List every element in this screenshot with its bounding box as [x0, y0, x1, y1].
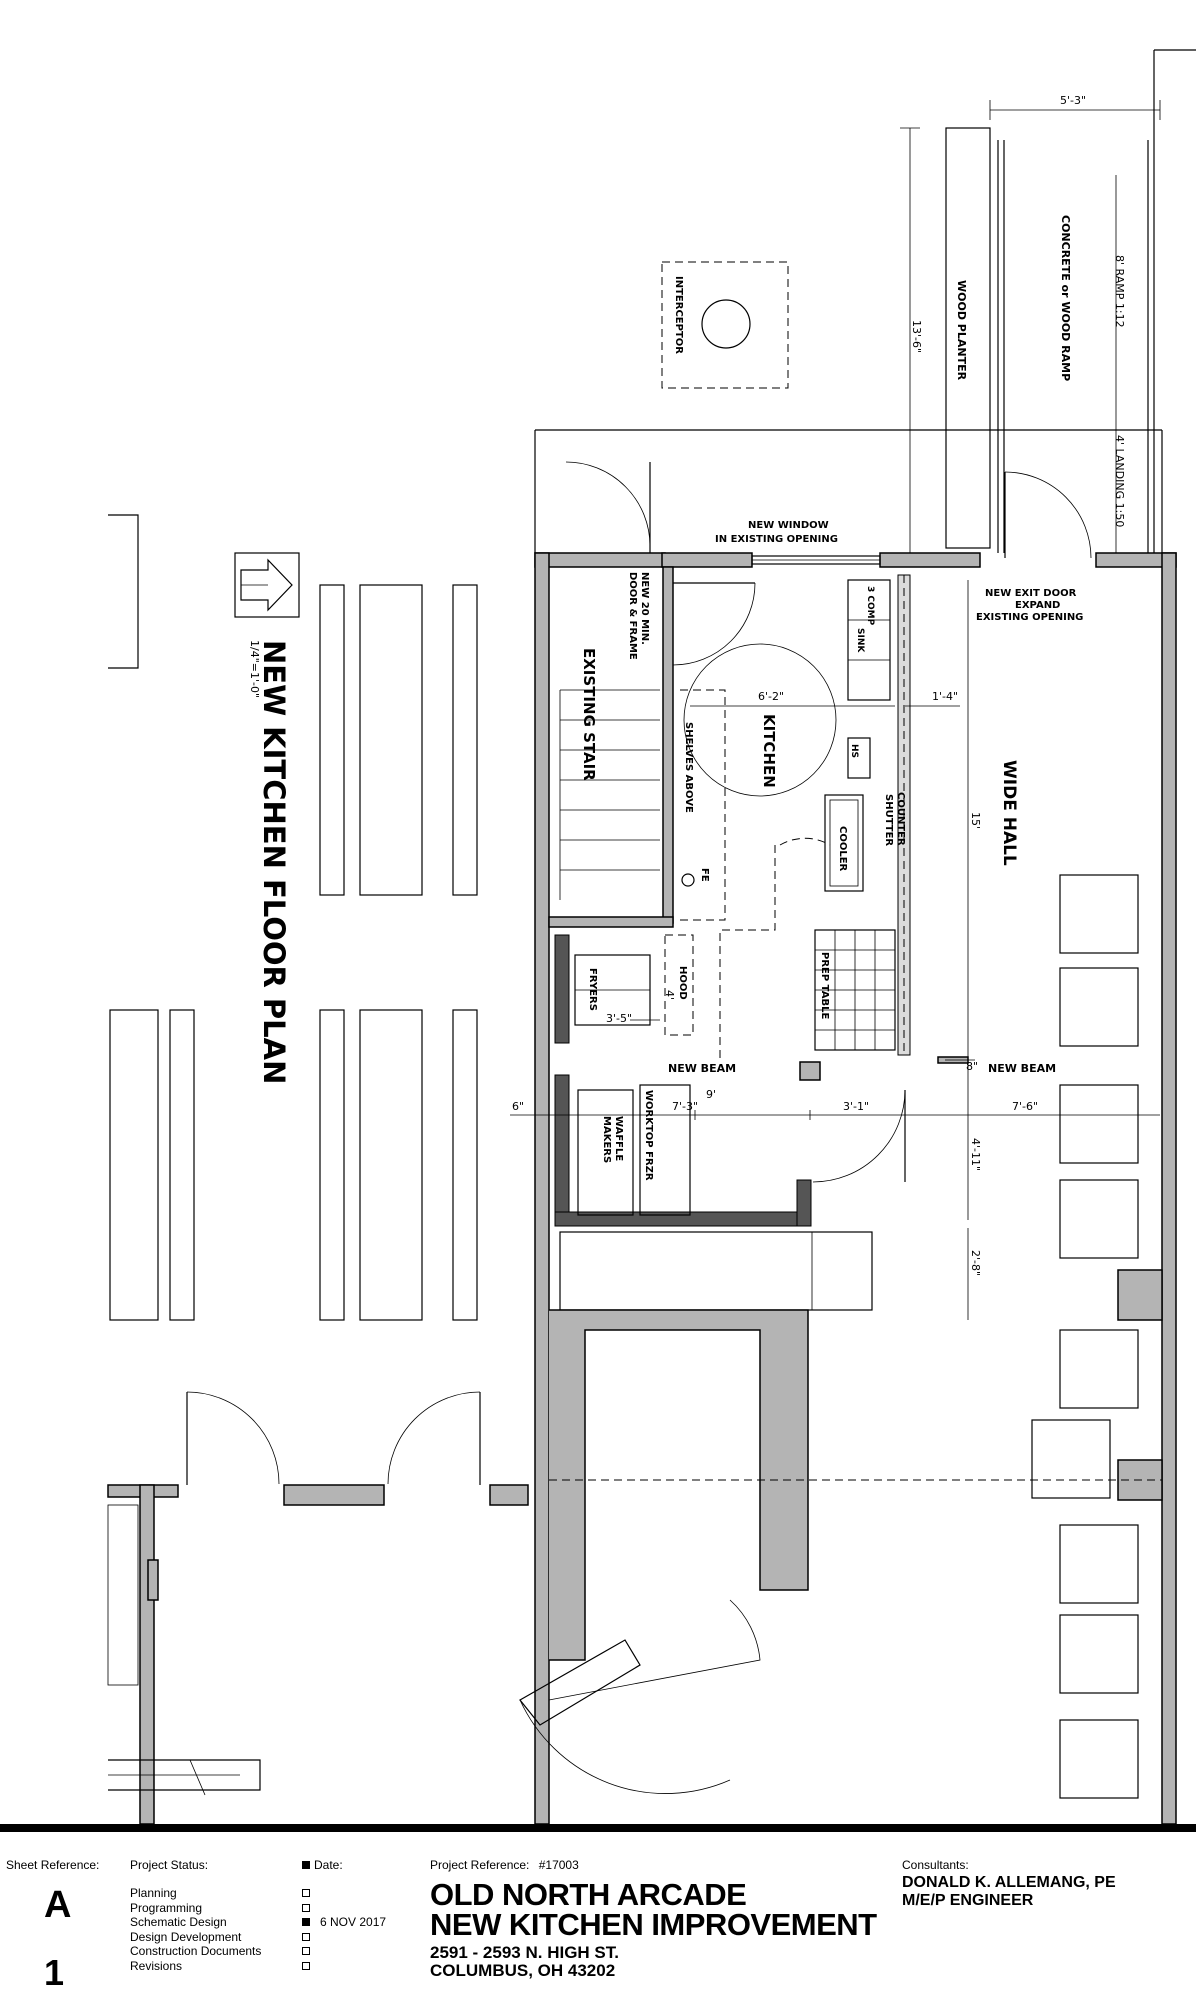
room-wide-hall: WIDE HALL — [999, 760, 1019, 866]
interceptor-label: INTERCEPTOR — [673, 276, 684, 354]
dim-2-8: 2'-8" — [969, 1250, 982, 1276]
status-checkbox — [302, 1903, 310, 1912]
status-item: Planning — [130, 1886, 325, 1901]
label-prep-table: PREP TABLE — [819, 952, 830, 1019]
dim-5-3: 5'-3" — [1060, 94, 1086, 107]
north-arrow-icon — [234, 552, 300, 618]
building-walls — [519, 429, 1177, 1824]
status-label: Design Development — [130, 1929, 242, 1944]
label-worktop: WORKTOP FRZR — [643, 1090, 654, 1181]
dim-3-1: 3'-1" — [843, 1100, 869, 1113]
label-cooler: COOLER — [837, 826, 848, 872]
status-checkbox-checked — [302, 1918, 310, 1926]
label-new-beam-1: NEW BEAM — [668, 1062, 736, 1075]
label-waffle-2: MAKERS — [601, 1116, 612, 1163]
sheet-letter: A — [44, 1884, 72, 1926]
label-shelves: SHELVES ABOVE — [683, 722, 694, 813]
label-new-window: NEW WINDOW — [748, 520, 829, 531]
project-reference: #17003 — [538, 1858, 579, 1872]
dim-lines-top — [900, 100, 1161, 553]
lower-left-walls — [107, 1391, 529, 1824]
status-item: Revisions — [130, 1959, 325, 1974]
status-label: Revisions — [130, 1958, 183, 1973]
dim-4-11: 4'-11" — [969, 1138, 982, 1171]
status-checkbox — [302, 1947, 310, 1955]
status-checkbox — [302, 1932, 310, 1941]
hall-booths — [1031, 874, 1139, 1799]
status-item: Design Development — [130, 1930, 325, 1945]
dimension-lines — [510, 580, 1160, 1320]
label-fe: FE — [699, 868, 710, 882]
address-line-2: COLUMBUS, OH 43202 — [430, 1961, 616, 1980]
status-item: Construction Documents — [130, 1944, 325, 1959]
ramp-label: CONCRETE or WOOD RAMP — [1059, 215, 1072, 381]
room-existing-stair: EXISTING STAIR — [580, 648, 598, 781]
kitchen-equipment — [574, 579, 896, 1216]
dim-7-3: 7'-3" — [672, 1100, 698, 1113]
landing-label: 4' LANDING 1:50 — [1113, 435, 1126, 527]
label-exit-door-1: NEW EXIT DOOR — [985, 588, 1077, 599]
consultant-name: DONALD K. ALLEMANG, PE — [902, 1874, 1116, 1891]
address-line-1: 2591 - 2593 N. HIGH ST. — [430, 1943, 619, 1962]
label-new-door-2: DOOR & FRAME — [627, 572, 638, 660]
label-exit-door-3: EXISTING OPENING — [976, 612, 1083, 623]
dim-9: 9' — [706, 1088, 716, 1101]
drawing-scale: 1/4"=1'-0" — [248, 640, 261, 698]
status-checkbox — [302, 1889, 310, 1897]
project-title-line-2: NEW KITCHEN IMPROVEMENT — [430, 1907, 877, 1942]
consultant-role: M/E/P ENGINEER — [902, 1892, 1034, 1909]
status-item: Programming — [130, 1901, 325, 1916]
sheet-reference-label: Sheet Reference: — [6, 1858, 100, 1872]
title-block: Sheet Reference: A 1 Project Status: Dat… — [0, 1824, 1196, 2000]
project-reference-label: Project Reference: — [430, 1858, 530, 1872]
label-new-window-2: IN EXISTING OPENING — [715, 534, 838, 545]
label-counter-1: COUNTER — [895, 792, 906, 846]
label-three-comp-1: 3 COMP — [865, 586, 875, 626]
dim-15: 15' — [969, 812, 982, 829]
consultants-label: Consultants: — [902, 1858, 969, 1872]
project-status-list: Planning Programming Schematic Design 6 N… — [130, 1886, 386, 1974]
status-label: Planning — [130, 1886, 177, 1900]
project-status-label: Project Status: — [130, 1858, 209, 1872]
label-new-door-1: NEW 20 MIN. — [639, 572, 650, 645]
floor-plan-drawing: NEW KITCHEN FLOOR PLAN 1/4"=1'-0" INTERC… — [107, 49, 1196, 1824]
dim-7-6: 7'-6" — [1012, 1100, 1038, 1113]
label-hood: HOOD — [677, 966, 688, 1000]
interceptor-symbol — [661, 261, 789, 389]
label-counter-2: SHUTTER — [883, 794, 894, 846]
date-label-row: Date: — [302, 1858, 343, 1872]
dim-3-5: 3'-5" — [606, 1012, 632, 1025]
ramp-slope-label: 8' RAMP 1:12 — [1113, 255, 1126, 328]
dim-1-4: 1'-4" — [932, 690, 958, 703]
dim-6in: 6" — [512, 1100, 524, 1113]
label-exit-door-2: EXPAND — [1015, 600, 1060, 611]
project-reference-row: Project Reference: #17003 — [430, 1858, 579, 1872]
planter-label: WOOD PLANTER — [955, 280, 968, 381]
label-waffle-1: WAFFLE — [613, 1116, 624, 1161]
title-block-rule — [0, 1824, 1196, 1832]
status-label: Schematic Design — [130, 1915, 227, 1929]
status-label: Construction Documents — [130, 1944, 262, 1958]
dim-8in: 8" — [966, 1060, 978, 1073]
date-marker-icon — [302, 1861, 310, 1869]
drawing-title: NEW KITCHEN FLOOR PLAN — [257, 640, 291, 1084]
dim-4: 4' — [663, 990, 676, 1000]
label-fryers: FRYERS — [587, 968, 598, 1011]
status-label: Programming — [130, 1900, 203, 1915]
sheet-number: 1 — [44, 1952, 65, 1993]
left-benches — [108, 514, 478, 1321]
room-kitchen: KITCHEN — [760, 714, 778, 788]
label-three-comp-2: SINK — [855, 628, 865, 653]
project-title-line-1: OLD NORTH ARCADE — [430, 1877, 747, 1912]
status-item: Schematic Design 6 NOV 2017 — [130, 1915, 386, 1930]
status-date: 6 NOV 2017 — [320, 1915, 387, 1929]
dim-6-2: 6'-2" — [758, 690, 784, 703]
status-checkbox — [302, 1961, 310, 1970]
date-label: Date: — [314, 1858, 343, 1872]
dim-13-6: 13'-6" — [910, 320, 923, 353]
label-hs: HS — [849, 744, 859, 758]
label-new-beam-2: NEW BEAM — [988, 1062, 1056, 1075]
